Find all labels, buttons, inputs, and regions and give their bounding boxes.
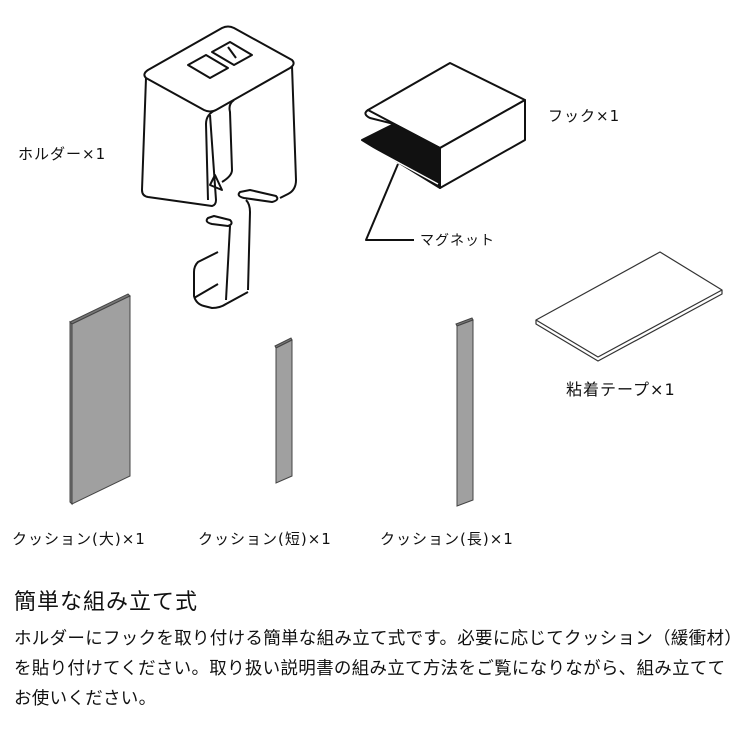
holder-label: ホルダー×1 [18, 145, 107, 163]
cushion-large-illustration [69, 293, 131, 506]
cushion-long-illustration [455, 317, 474, 507]
cushion-large-label: クッション(大)×1 [12, 530, 146, 548]
parts-illustration [69, 25, 723, 507]
hook-illustration [361, 62, 526, 241]
section-title: 簡単な組み立て式 [14, 590, 199, 615]
hook-label: フック×1 [548, 107, 621, 125]
adhesive-tape-label: 粘着テープ×1 [566, 380, 676, 399]
adhesive-tape-illustration [535, 251, 723, 362]
holder-illustration [141, 25, 297, 309]
section-description: ホルダーにフックを取り付ける簡単な組み立て式です。必要に応じてクッション（緩衝材… [14, 629, 734, 709]
cushion-short-illustration [274, 337, 293, 484]
cushion-long-label: クッション(長)×1 [380, 530, 514, 548]
magnet-label: マグネット [420, 233, 495, 249]
cushion-short-label: クッション(短)×1 [198, 530, 332, 548]
